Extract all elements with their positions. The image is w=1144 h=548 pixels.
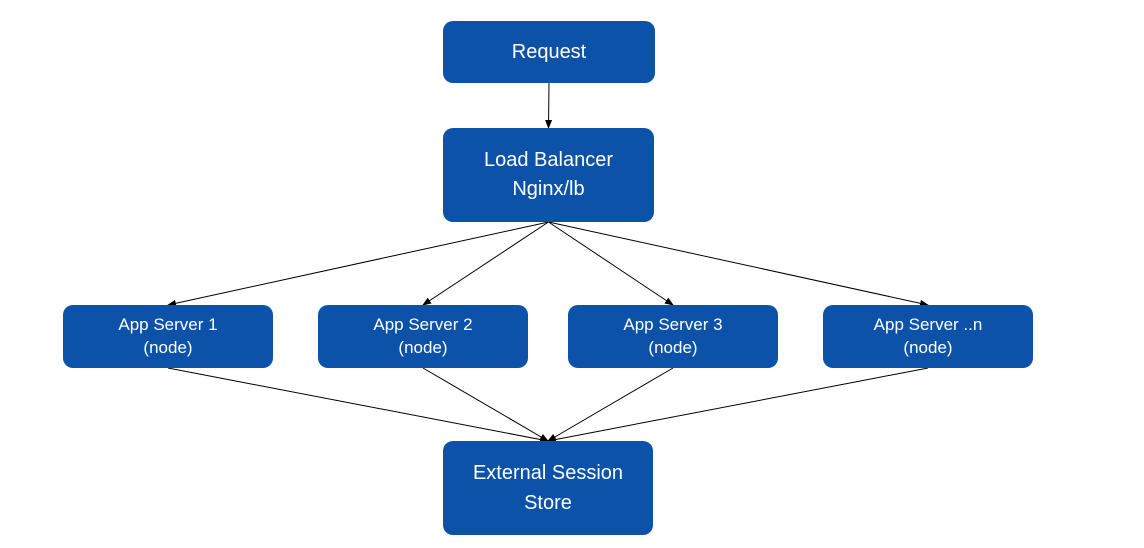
edge-load-balancer-to-app-server-n	[548, 221, 929, 307]
node-sublabel: (node)	[143, 337, 193, 357]
node-label: App Server 1	[118, 314, 218, 334]
edge-load-balancer-to-app-server-2	[422, 221, 549, 306]
node-request: Request	[443, 21, 655, 83]
node-sublabel: (node)	[398, 337, 448, 357]
node-sublabel: Store	[524, 492, 572, 514]
node-label: App Server 3	[623, 314, 723, 334]
node-label: External Session	[472, 462, 624, 484]
node-sublabel: (node)	[648, 337, 698, 357]
edge-app-server-3-to-session-store	[547, 367, 674, 442]
node-load-balancer: Load Balancer Nginx/lb	[443, 128, 654, 222]
edge-app-server-1-to-session-store	[167, 367, 549, 443]
node-app-server-n: App Server ..n (node)	[823, 305, 1033, 368]
node-sublabel: Nginx/lb	[512, 178, 585, 200]
edge-app-server-2-to-session-store	[422, 367, 549, 442]
edge-app-server-n-to-session-store	[547, 367, 929, 443]
node-label: App Server ..n	[873, 314, 983, 334]
node-app-server-3: App Server 3 (node)	[568, 305, 778, 368]
node-app-server-2: App Server 2 (node)	[318, 305, 528, 368]
edge-load-balancer-to-app-server-3	[548, 221, 674, 306]
node-sublabel: (node)	[903, 337, 953, 357]
node-label: App Server 2	[373, 314, 473, 334]
edge-request-to-load-balancer	[545, 82, 553, 129]
node-label: Request	[511, 40, 587, 63]
edge-load-balancer-to-app-server-1	[167, 221, 549, 307]
node-app-server-1: App Server 1 (node)	[63, 305, 273, 368]
node-session-store: External Session Store	[443, 441, 653, 535]
node-label: Load Balancer	[484, 149, 613, 171]
